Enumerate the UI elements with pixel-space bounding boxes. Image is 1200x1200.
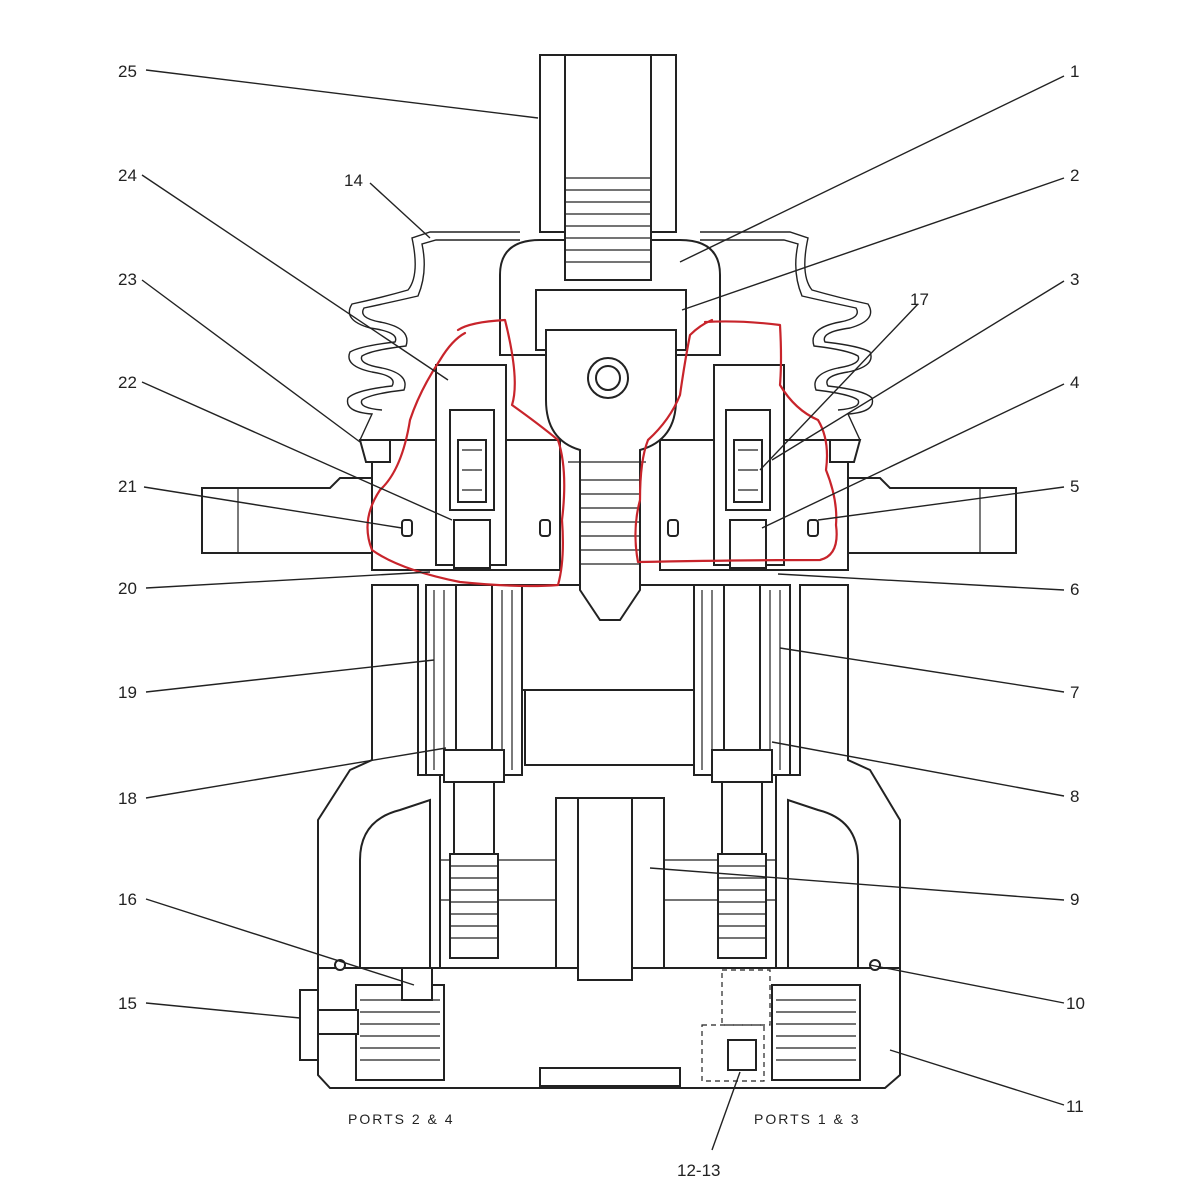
right-spool-assembly — [693, 584, 856, 1061]
center-threads — [580, 479, 640, 565]
cam-and-shaft — [499, 239, 721, 621]
red-outline-left — [366, 318, 566, 588]
callout-20: 20 — [118, 579, 137, 598]
valve-body — [201, 477, 1017, 1089]
callout-11: 11 — [1066, 1097, 1084, 1116]
callouts-left: 25 24 14 23 22 21 20 19 18 16 15 — [118, 62, 363, 1013]
leader-lines-right — [649, 75, 1065, 1151]
rubber-boot — [346, 231, 874, 463]
leader-16 — [145, 898, 415, 986]
leader-7 — [779, 647, 1065, 693]
leader-22 — [141, 381, 453, 521]
callout-2: 2 — [1070, 166, 1079, 185]
red-annotation-marks — [366, 318, 838, 588]
callout-9: 9 — [1070, 890, 1079, 909]
callout-8: 8 — [1070, 787, 1079, 806]
callout-5: 5 — [1070, 477, 1079, 496]
leader-3 — [771, 280, 1065, 461]
callout-10: 10 — [1066, 994, 1085, 1013]
lever-shaft — [539, 54, 677, 281]
left-port-threads — [360, 999, 440, 1061]
callout-22: 22 — [118, 373, 137, 392]
leader-21 — [143, 486, 403, 529]
callout-15: 15 — [118, 994, 137, 1013]
callout-19: 19 — [118, 683, 137, 702]
upper-guide-plates — [371, 364, 849, 571]
leader-25 — [145, 69, 539, 119]
ports-2-4-label: PORTS 2 & 4 — [348, 1111, 455, 1127]
callouts-right: 1 2 17 3 4 5 6 7 8 9 10 11 — [910, 62, 1085, 1116]
callout-21: 21 — [118, 477, 137, 496]
leader-15 — [145, 1002, 301, 1019]
leader-9 — [649, 867, 1065, 901]
leader-4 — [761, 383, 1065, 529]
callout-12-13: 12-13 — [677, 1161, 720, 1180]
red-outline-right — [634, 318, 838, 564]
callout-17: 17 — [910, 290, 929, 309]
callout-7: 7 — [1070, 683, 1079, 702]
leader-12-13 — [711, 1071, 741, 1151]
shaft-threads — [565, 177, 651, 263]
leader-14 — [369, 182, 431, 239]
right-spring-coils — [701, 590, 781, 770]
ports-1-3-label: PORTS 1 & 3 — [754, 1111, 861, 1127]
callout-16: 16 — [118, 890, 137, 909]
left-threaded-stem — [449, 853, 499, 959]
callout-1: 1 — [1070, 62, 1079, 81]
left-spool-assembly — [360, 584, 523, 1061]
leader-2 — [681, 177, 1065, 311]
leader-19 — [145, 659, 435, 693]
leader-18 — [145, 747, 447, 799]
leader-5 — [817, 486, 1065, 521]
leader-10 — [869, 964, 1065, 1004]
leader-1 — [679, 75, 1065, 263]
callout-24: 24 — [118, 166, 137, 185]
leader-24 — [141, 174, 449, 381]
callout-18: 18 — [118, 789, 137, 808]
leader-20 — [145, 571, 431, 589]
leader-6 — [777, 573, 1065, 591]
callout-6: 6 — [1070, 580, 1079, 599]
callout-25: 25 — [118, 62, 137, 81]
right-port-threads — [776, 999, 856, 1061]
callout-14: 14 — [344, 171, 363, 190]
right-threaded-stem — [717, 853, 767, 959]
leader-lines-left — [141, 69, 539, 1019]
callout-3: 3 — [1070, 270, 1079, 289]
left-spring-coils — [433, 590, 513, 770]
callout-23: 23 — [118, 270, 137, 289]
leader-11 — [889, 1049, 1065, 1106]
leader-23 — [141, 279, 361, 443]
leader-17 — [759, 303, 919, 471]
callout-4: 4 — [1070, 373, 1079, 392]
leader-8 — [771, 741, 1065, 797]
